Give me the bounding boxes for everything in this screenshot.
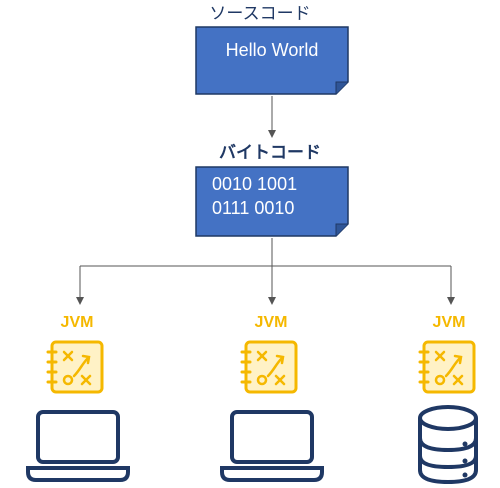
laptop-icon — [26, 410, 130, 482]
database-icon — [418, 405, 478, 485]
bytecode-document — [195, 166, 349, 237]
distribution-connectors — [76, 238, 455, 305]
jvm-label: JVM — [432, 314, 466, 331]
bytecode-line-1: 0010 1001 — [212, 174, 298, 194]
jvm-label: JVM — [254, 314, 288, 331]
jvm-label: JVM — [60, 314, 94, 331]
jvm-icon — [418, 340, 476, 394]
jvm-icon — [46, 340, 104, 394]
laptop-icon — [220, 410, 324, 482]
source-code-label: ソースコード — [209, 4, 311, 24]
jvm-icon — [240, 340, 298, 394]
source-code-document — [195, 26, 349, 95]
bytecode-label: バイトコード — [219, 143, 321, 163]
bytecode-line-2: 0111 0010 — [212, 198, 295, 218]
source-code-content: Hello World — [225, 40, 319, 60]
